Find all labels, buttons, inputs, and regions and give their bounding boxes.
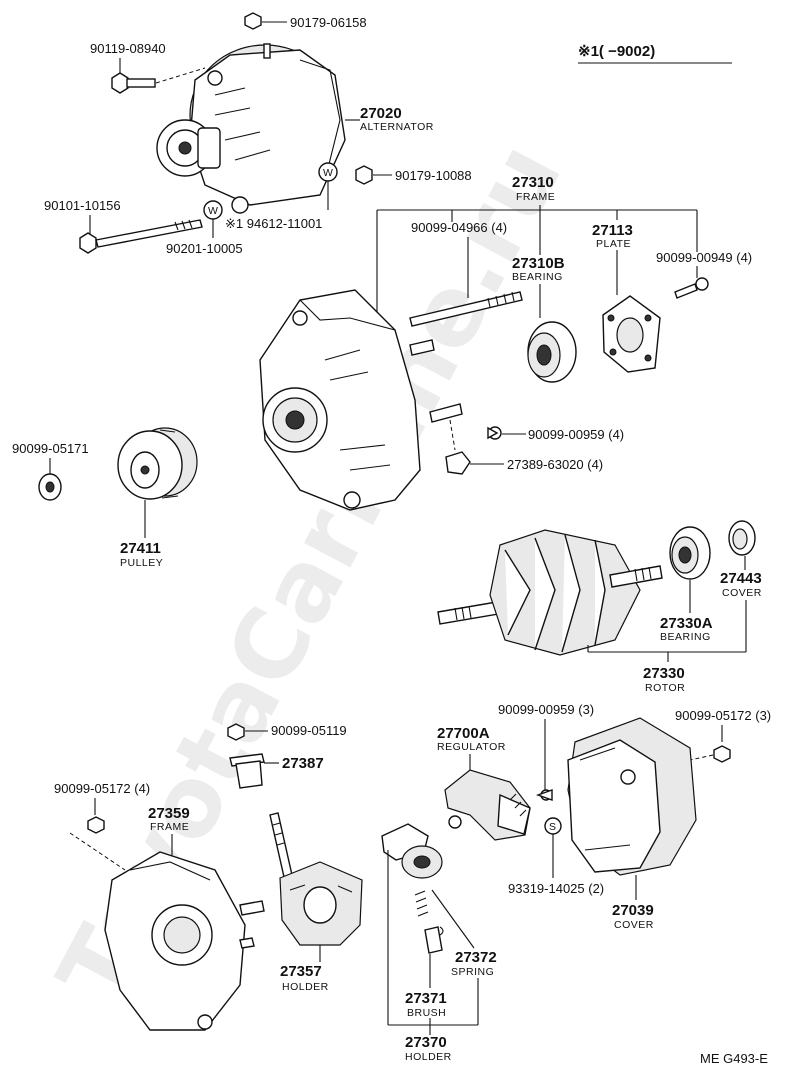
cover-27039-drawing bbox=[567, 717, 697, 876]
label-27411: 27411 bbox=[120, 540, 161, 557]
name-27310: FRAME bbox=[516, 191, 555, 203]
screw-90099-00949 bbox=[674, 277, 709, 299]
label-27371: 27371 bbox=[405, 990, 447, 1007]
nut-90099-05119 bbox=[227, 723, 245, 741]
label-93319-14025: 93319-14025 (2) bbox=[508, 881, 604, 896]
label-90099-05171: 90099-05171 bbox=[12, 441, 89, 456]
bushing-27387 bbox=[229, 753, 265, 789]
label-90179-06158: 90179-06158 bbox=[290, 15, 367, 30]
name-27113: PLATE bbox=[596, 238, 631, 250]
name-27700a: REGULATOR bbox=[437, 741, 506, 753]
nut-90179-10088 bbox=[355, 165, 373, 185]
nut-90099-05172-cover bbox=[713, 745, 731, 763]
label-90119-08940: 90119-08940 bbox=[90, 41, 166, 56]
label-90101-10156: 90101-10156 bbox=[44, 198, 121, 213]
collar-90099-05171 bbox=[38, 473, 62, 501]
pulley-27411 bbox=[117, 427, 198, 500]
label-27389-63020: 27389-63020 (4) bbox=[507, 457, 603, 472]
label-27310b: 27310B bbox=[512, 255, 565, 272]
label-27330a: 27330A bbox=[660, 615, 713, 632]
label-90099-05172-frame: 90099-05172 (4) bbox=[54, 781, 150, 796]
name-27310b: BEARING bbox=[512, 271, 563, 283]
label-27113: 27113 bbox=[592, 222, 633, 239]
washer-94612-11001: W bbox=[318, 162, 338, 182]
cover-27443 bbox=[728, 520, 756, 556]
label-27370: 27370 bbox=[405, 1034, 447, 1051]
holder-27370-drawing bbox=[381, 823, 443, 917]
bolt-90101-10156 bbox=[79, 219, 203, 254]
label-27330: 27330 bbox=[643, 665, 685, 682]
label-27387: 27387 bbox=[282, 755, 324, 772]
label-90099-04966: 90099-04966 (4) bbox=[411, 220, 507, 235]
name-27372: SPRING bbox=[451, 966, 494, 978]
label-90099-05172-cover: 90099-05172 (3) bbox=[675, 708, 771, 723]
bolt-90119-08940 bbox=[111, 72, 156, 94]
nut-90179-06158 bbox=[244, 12, 262, 30]
label-94612-11001: ※1 94612-11001 bbox=[225, 216, 322, 231]
screw-90099-00959-frame bbox=[487, 426, 502, 440]
label-90099-00949: 90099-00949 (4) bbox=[656, 250, 752, 265]
name-27370: HOLDER bbox=[405, 1051, 452, 1063]
name-27443: COVER bbox=[722, 587, 762, 599]
rotor-27330 bbox=[437, 529, 663, 656]
bearing-27330a bbox=[669, 526, 711, 580]
name-27357: HOLDER bbox=[282, 981, 329, 993]
label-27359: 27359 bbox=[148, 805, 190, 822]
footer-code: ME G493-E bbox=[700, 1051, 768, 1066]
label-27020: 27020 bbox=[360, 105, 402, 122]
label-90099-05119: 90099-05119 bbox=[271, 723, 347, 738]
svg-text:S: S bbox=[549, 821, 557, 833]
label-27039: 27039 bbox=[612, 902, 654, 919]
name-27330a: BEARING bbox=[660, 631, 711, 643]
plate-27113 bbox=[602, 295, 661, 373]
label-27443: 27443 bbox=[720, 570, 762, 587]
name-27039: COVER bbox=[614, 919, 654, 931]
label-27310: 27310 bbox=[512, 174, 554, 191]
name-27371: BRUSH bbox=[407, 1007, 446, 1019]
label-90201-10005: 90201-10005 bbox=[166, 241, 243, 256]
svg-text:W: W bbox=[208, 205, 218, 217]
regulator-27700a-drawing bbox=[444, 769, 531, 841]
label-27357: 27357 bbox=[280, 963, 322, 980]
name-27330: ROTOR bbox=[645, 682, 685, 694]
screw-90099-00959-regulator bbox=[535, 789, 553, 801]
alternator-assembly-drawing bbox=[156, 43, 346, 214]
name-27359: FRAME bbox=[150, 821, 189, 833]
through-bolt-90099-04966 bbox=[409, 291, 523, 327]
name-27411: PULLEY bbox=[120, 557, 163, 569]
insulator-27389-63020 bbox=[445, 451, 471, 475]
label-27700a: 27700A bbox=[437, 725, 490, 742]
frame-27359-drawing bbox=[104, 851, 265, 1031]
svg-text:W: W bbox=[323, 167, 333, 179]
name-27020: ALTERNATOR bbox=[360, 121, 434, 133]
label-90099-00959-frame: 90099-00959 (4) bbox=[528, 427, 624, 442]
bearing-27310b bbox=[527, 321, 577, 383]
frame-27310-drawing bbox=[259, 289, 463, 511]
spacer-93319-14025: S bbox=[544, 817, 562, 835]
label-90179-10088: 90179-10088 bbox=[395, 168, 472, 183]
note-header: ※1( −9002) bbox=[578, 43, 655, 60]
washer-90201-10005: W bbox=[203, 200, 223, 220]
label-27372: 27372 bbox=[455, 949, 497, 966]
brush-27371 bbox=[424, 926, 444, 954]
label-90099-00959-regulator: 90099-00959 (3) bbox=[498, 702, 594, 717]
holder-27357-drawing bbox=[269, 812, 363, 946]
nut-90099-05172-frame bbox=[87, 816, 105, 834]
